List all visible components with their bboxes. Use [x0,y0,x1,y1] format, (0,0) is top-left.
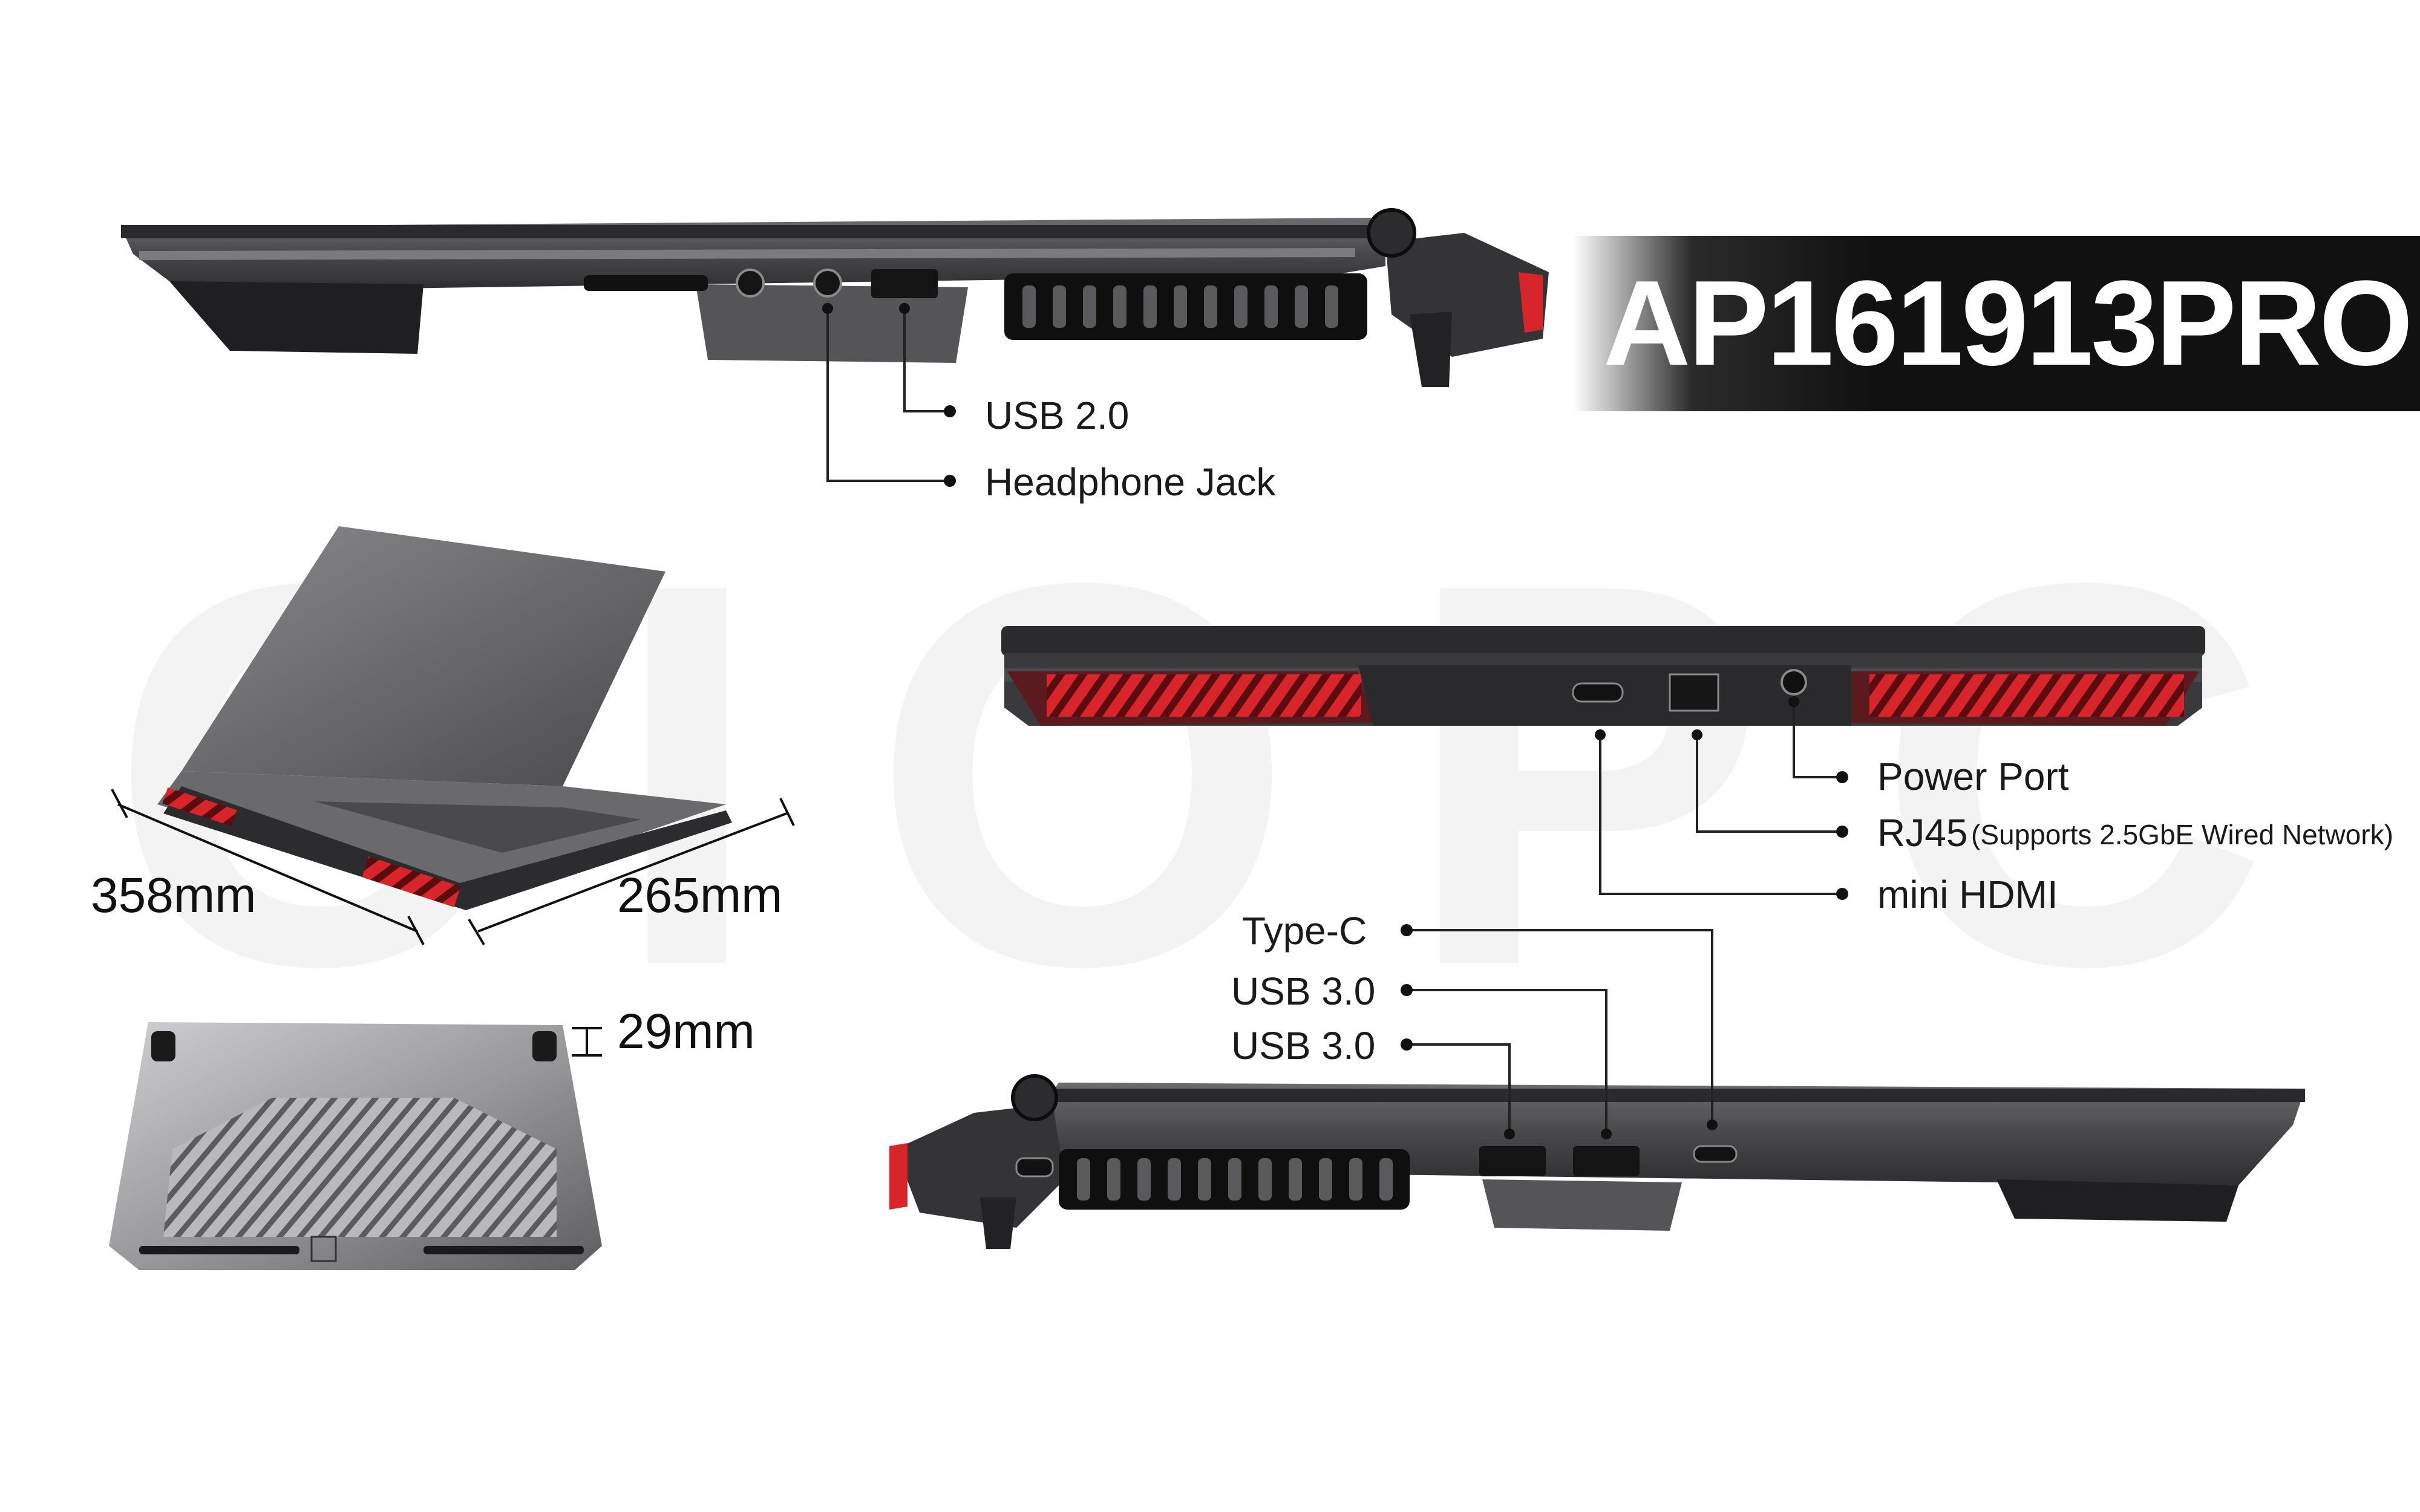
laptop-perspective-view [157,526,732,910]
callout-lines-left-side [826,308,950,482]
label-usb30-a: USB 3.0 [1231,969,1376,1013]
dimension-lines [111,789,795,1057]
dimension-width: 358mm [91,868,257,923]
callout-dots-rear [1595,696,1848,900]
dimension-height: 29mm [617,1004,755,1059]
model-badge [1573,236,2420,411]
callout-dots-right-side [1401,924,1718,1139]
label-usb20: USB 2.0 [985,394,1130,437]
label-rj45: RJ45 [1877,811,1968,855]
label-mini-hdmi: mini HDMI [1877,873,2058,916]
label-type-c: Type-C [1242,909,1367,953]
laptop-left-side-view [121,208,1549,387]
label-rj45-note: (Supports 2.5GbE Wired Network) [1971,819,2393,850]
laptop-right-side-view [889,1074,2305,1249]
label-usb30-b: USB 3.0 [1231,1024,1376,1067]
dimension-depth: 265mm [617,868,783,923]
callout-dots-left-side [822,303,956,487]
model-name: AP161913PRO [1603,256,2413,391]
label-headphone-jack: Headphone Jack [985,460,1276,504]
callout-lines-rear [1599,702,1842,895]
laptop-bottom-view [109,1022,602,1270]
callout-lines-right-side [1407,929,1713,1134]
laptop-rear-view [1001,626,2205,726]
label-power-port: Power Port [1877,755,2069,798]
